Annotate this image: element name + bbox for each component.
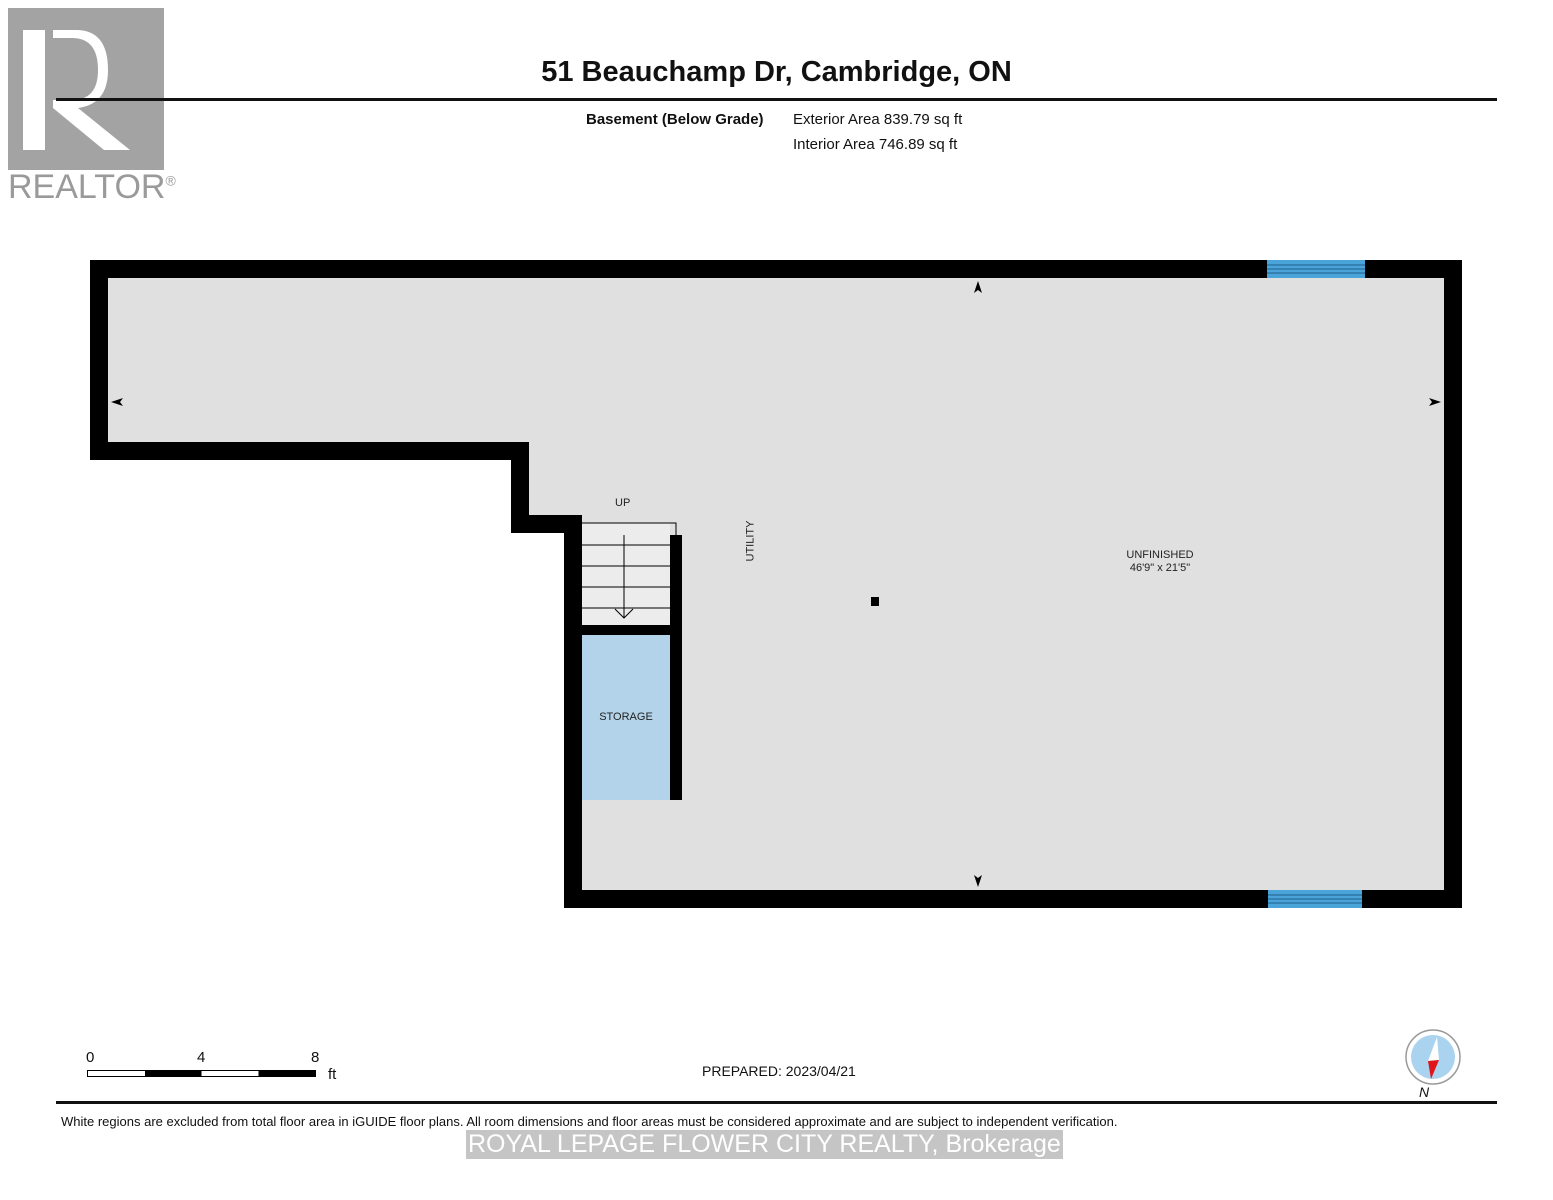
arrow-right-icon	[1429, 398, 1441, 406]
page-title: 51 Beauchamp Dr, Cambridge, ON	[541, 56, 1012, 88]
compass-icon	[1405, 1029, 1461, 1085]
arrow-up-icon	[974, 281, 982, 293]
storage-wall	[582, 625, 676, 635]
scale-bar	[87, 1070, 316, 1077]
storage-label: STORAGE	[599, 711, 653, 723]
footer-divider	[56, 1101, 1497, 1104]
realtor-logo	[8, 8, 164, 170]
realtor-logo-text: REALTOR®	[8, 168, 176, 206]
arrow-left-icon	[111, 398, 123, 406]
stairs	[582, 522, 677, 625]
floor-area	[108, 278, 1444, 890]
scale-tick-8: 8	[311, 1049, 320, 1066]
floor-plan	[90, 260, 1462, 908]
arrow-down-icon	[974, 875, 982, 887]
scale-unit: ft	[328, 1066, 337, 1083]
brokerage-watermark: ROYAL LEPAGE FLOWER CITY REALTY, Brokera…	[466, 1130, 1063, 1159]
floor-label: Basement (Below Grade)	[586, 111, 764, 128]
compass-north-label: N	[1419, 1084, 1430, 1100]
prepared-date: PREPARED: 2023/04/21	[702, 1063, 856, 1079]
unfinished-dimensions: 46'9" x 21'5"	[1129, 562, 1191, 574]
scale-tick-0: 0	[86, 1049, 95, 1066]
scale-tick-4: 4	[197, 1049, 206, 1066]
storage-room	[582, 635, 670, 800]
unfinished-label: UNFINISHED	[1126, 549, 1194, 561]
stairs-up-label: UP	[615, 497, 631, 509]
support-post	[871, 597, 879, 606]
header-divider	[56, 98, 1497, 101]
disclaimer: White regions are excluded from total fl…	[61, 1114, 1118, 1129]
exterior-area: Exterior Area 839.79 sq ft	[793, 111, 963, 128]
stair-wall	[670, 535, 682, 800]
interior-area: Interior Area 746.89 sq ft	[793, 136, 958, 153]
utility-label: UTILITY	[744, 520, 757, 562]
